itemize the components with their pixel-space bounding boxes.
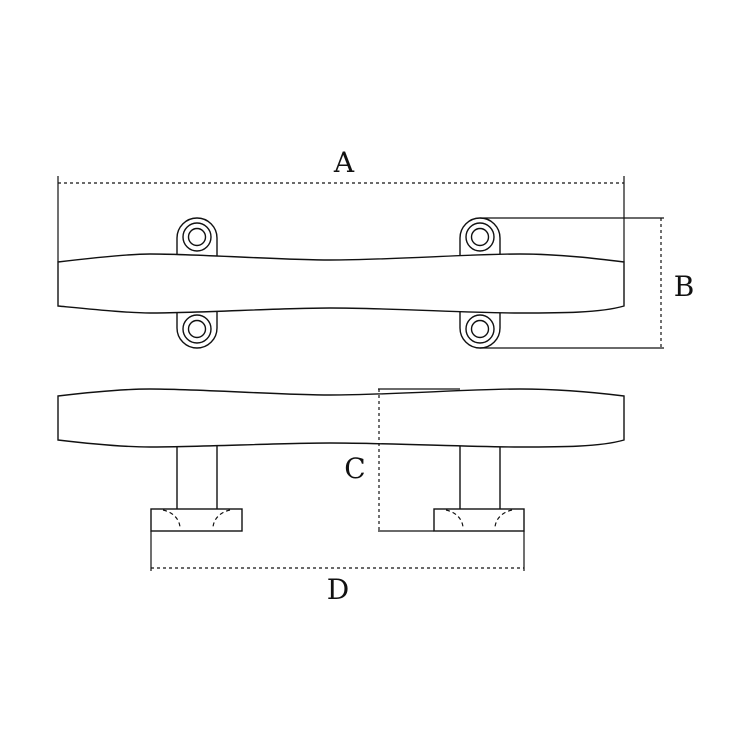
right-base <box>433 508 525 532</box>
dimension-label-b: B <box>674 270 695 303</box>
top-left-lower-tab <box>176 307 218 349</box>
dimension-c <box>378 388 460 532</box>
top-right-upper-tab <box>459 217 501 259</box>
left-leg <box>176 443 218 511</box>
right-leg <box>459 443 501 511</box>
dimension-d <box>150 531 525 571</box>
side-view <box>57 388 625 532</box>
top-left-upper-tab <box>176 217 218 259</box>
dimension-label-d: D <box>327 573 349 606</box>
dimension-label-a: A <box>333 146 355 179</box>
dimension-label-c: C <box>344 452 365 485</box>
left-base <box>150 508 243 532</box>
dimension-a <box>57 176 625 262</box>
top-right-lower-tab <box>459 307 501 349</box>
top-view-body <box>57 253 625 314</box>
dimension-b <box>480 217 664 349</box>
side-view-body <box>57 388 625 448</box>
top-view <box>57 217 625 349</box>
